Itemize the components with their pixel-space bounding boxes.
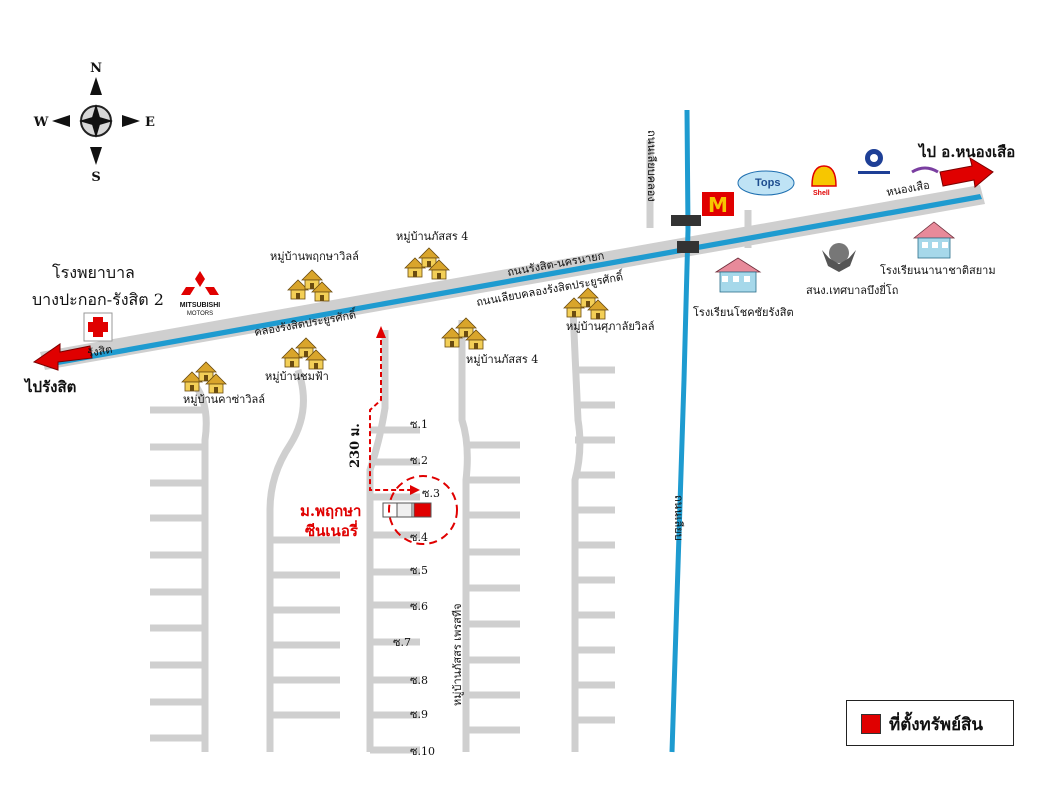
legend-label: ที่ตั้งทรัพย์สิน	[889, 715, 984, 735]
village-passorn4-mid: หมู่บ้านภัสสร 4	[442, 318, 538, 366]
svg-text:Tops: Tops	[755, 177, 780, 189]
svg-text:M: M	[708, 193, 728, 217]
village-chomfa: หมู่บ้านชมฟ้า	[265, 338, 329, 383]
label-to-nong-suea: ไป อ.หนองเสือ	[917, 142, 1015, 161]
school-chok: โรงเรียนโชคชัยรังสิต	[693, 257, 794, 319]
svg-text:โรงเรียนโชคชัยรังสิต: โรงเรียนโชคชัยรังสิต	[693, 305, 794, 319]
distance-label: 230 ม.	[348, 423, 363, 468]
hospital-marker: โรงพยาบาล บางปะกอก-รังสิต 2	[32, 263, 164, 342]
svg-text:หมู่บ้านพฤกษาวิลล์: หมู่บ้านพฤกษาวิลล์	[270, 250, 359, 263]
svg-text:MITSUBISHI: MITSUBISHI	[180, 302, 221, 309]
road-label-soi: หมู่บ้านภัสสร เพรสทีจ	[451, 603, 464, 706]
property-name-line2: ซีนเนอรี่	[305, 520, 359, 540]
hospital-name-line2: บางปะกอก-รังสิต 2	[32, 290, 164, 309]
hospital-name: โรงพยาบาล	[52, 263, 135, 282]
property-marker: ม.พฤกษา ซีนเนอรี่	[300, 475, 458, 545]
road-label-rangsit: รังสิต	[86, 343, 113, 360]
mcdonalds-logo: M	[702, 192, 734, 217]
village-kasa: หมู่บ้านคาซ่าวิลล์	[182, 362, 265, 406]
legend: ที่ตั้งทรัพย์สิน	[846, 700, 1014, 746]
compass-south: S	[91, 170, 100, 185]
svg-text:โรงเรียนนานาชาติสยาม: โรงเรียนนานาชาติสยาม	[880, 263, 996, 277]
label-to-rangsit: ไปรังสิต	[23, 377, 76, 396]
mitsubishi-logo: MITSUBISHI MOTORS	[180, 271, 221, 317]
svg-text:หมู่บ้านภัสสร 4: หมู่บ้านภัสสร 4	[396, 230, 468, 243]
svg-text:ซ.4: ซ.4	[410, 531, 428, 544]
village-pruksa: หมู่บ้านพฤกษาวิลล์	[270, 250, 359, 301]
main-road	[40, 185, 985, 370]
soi-roads	[150, 140, 752, 754]
arrow-to-rangsit: ไปรังสิต	[23, 343, 93, 396]
road-label-vertical-north: ถนนเลียบคลอง	[645, 130, 658, 202]
property-name-line1: ม.พฤกษา	[300, 502, 361, 520]
legend-swatch	[861, 714, 881, 734]
svg-text:ซ.9: ซ.9	[410, 708, 428, 721]
svg-text:ซ.8: ซ.8	[410, 674, 428, 687]
svg-text:สนง.เทศบาลบึงยี่โถ: สนง.เทศบาลบึงยี่โถ	[806, 282, 898, 297]
svg-text:ซ.3: ซ.3	[422, 487, 440, 500]
compass-east: E	[145, 115, 155, 130]
compass: N S E W	[33, 61, 155, 185]
compass-north: N	[90, 61, 102, 76]
purple-roof-icon	[911, 166, 939, 174]
svg-text:หมู่บ้านคาซ่าวิลล์: หมู่บ้านคาซ่าวิลล์	[183, 393, 265, 406]
municipal-office: สนง.เทศบาลบึงยี่โถ	[806, 243, 898, 297]
road-label-vertical-east: ถนนเลียบ	[672, 495, 685, 541]
svg-text:หมู่บ้านศุภาลัยวิลล์: หมู่บ้านศุภาลัยวิลล์	[566, 320, 654, 333]
school-inter: โรงเรียนนานาชาติสยาม	[880, 221, 996, 277]
svg-text:ซ.10: ซ.10	[410, 745, 435, 758]
soi-labels: ซ.1 ซ.2 ซ.3 ซ.4 ซ.5 ซ.6 ซ.7 ซ.8 ซ.9 ซ.10	[393, 418, 440, 758]
svg-text:ซ.7: ซ.7	[393, 636, 411, 649]
svg-text:หมู่บ้านชมฟ้า: หมู่บ้านชมฟ้า	[265, 370, 329, 383]
svg-text:หมู่บ้านภัสสร 4: หมู่บ้านภัสสร 4	[466, 353, 538, 366]
svg-text:Shell: Shell	[813, 190, 830, 197]
svg-text:MOTORS: MOTORS	[187, 311, 213, 317]
svg-text:ซ.5: ซ.5	[410, 564, 428, 577]
svg-text:ซ.1: ซ.1	[410, 418, 428, 431]
village-passorn4-top: หมู่บ้านภัสสร 4	[396, 230, 468, 279]
property-route: 230 ม.	[348, 326, 420, 495]
svg-text:ซ.2: ซ.2	[410, 454, 428, 467]
compass-west: W	[33, 115, 49, 130]
village-supalai: หมู่บ้านศุภาลัยวิลล์	[564, 288, 654, 333]
vertical-canal	[669, 109, 701, 753]
arrow-to-nong-suea: ไป อ.หนองเสือ	[917, 142, 1015, 188]
emblem-logo	[858, 149, 890, 174]
svg-text:ซ.6: ซ.6	[410, 600, 428, 613]
tops-logo: Tops	[737, 170, 795, 196]
shell-logo: Shell	[811, 165, 837, 197]
